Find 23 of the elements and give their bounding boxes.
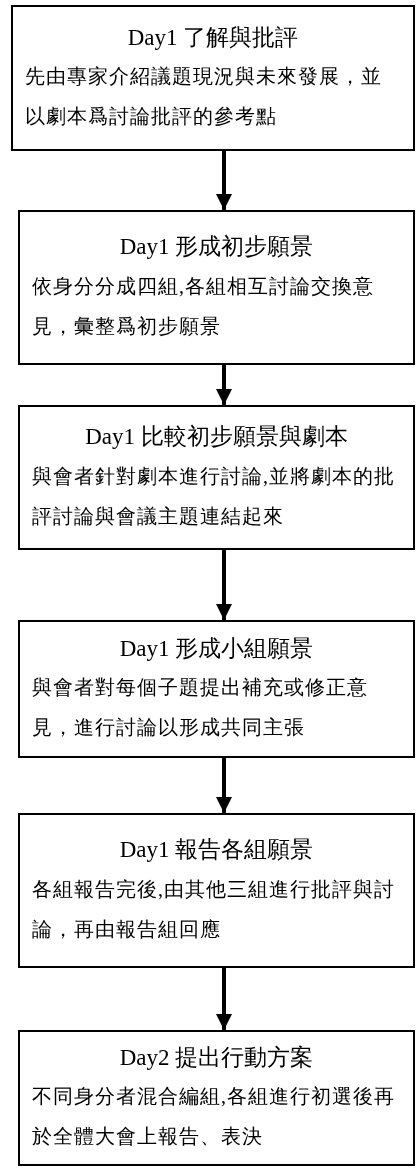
process-box: [18, 210, 415, 365]
step-description: 不同身分者混合編組,各組進行初選後再於全體大會上報告、表決: [32, 1084, 396, 1150]
step-heading: Day1 比較初步願景與劇本: [85, 423, 348, 452]
arrow: [216, 550, 232, 620]
process-box: [18, 1030, 415, 1166]
arrow: [216, 151, 232, 210]
arrow: [216, 968, 232, 1030]
step-description: 與會者針對劇本進行討論,並將劇本的批評討論與會議主題連結起來: [32, 463, 396, 529]
process-box: [18, 405, 415, 550]
step-heading: Day1 形成初步願景: [119, 233, 314, 262]
process-box: [18, 813, 415, 968]
step-description: 依身分分成四組,各組相互討論交換意見，彙整爲初步願景: [32, 273, 375, 339]
step-description: 與會者對每個子題提出補充或修正意見，進行討論以形成共同主張: [32, 675, 369, 741]
step-description: 各組報告完後,由其他三組進行批評與討論，再由報告組回應: [32, 876, 396, 942]
step-heading: Day1 形成小組願景: [119, 634, 314, 663]
step-heading: Day2 提出行動方案: [119, 1043, 314, 1072]
arrow: [216, 758, 232, 813]
process-box: [18, 620, 415, 758]
step-heading: Day1 報告各組願景: [119, 836, 314, 865]
step-heading: Day1 了解與批評: [127, 23, 299, 52]
arrow: [216, 365, 232, 405]
process-box: [11, 5, 415, 151]
step-description: 先由專家介紹議題現況與未來發展，並以劇本爲討論批評的參考點: [25, 64, 383, 130]
